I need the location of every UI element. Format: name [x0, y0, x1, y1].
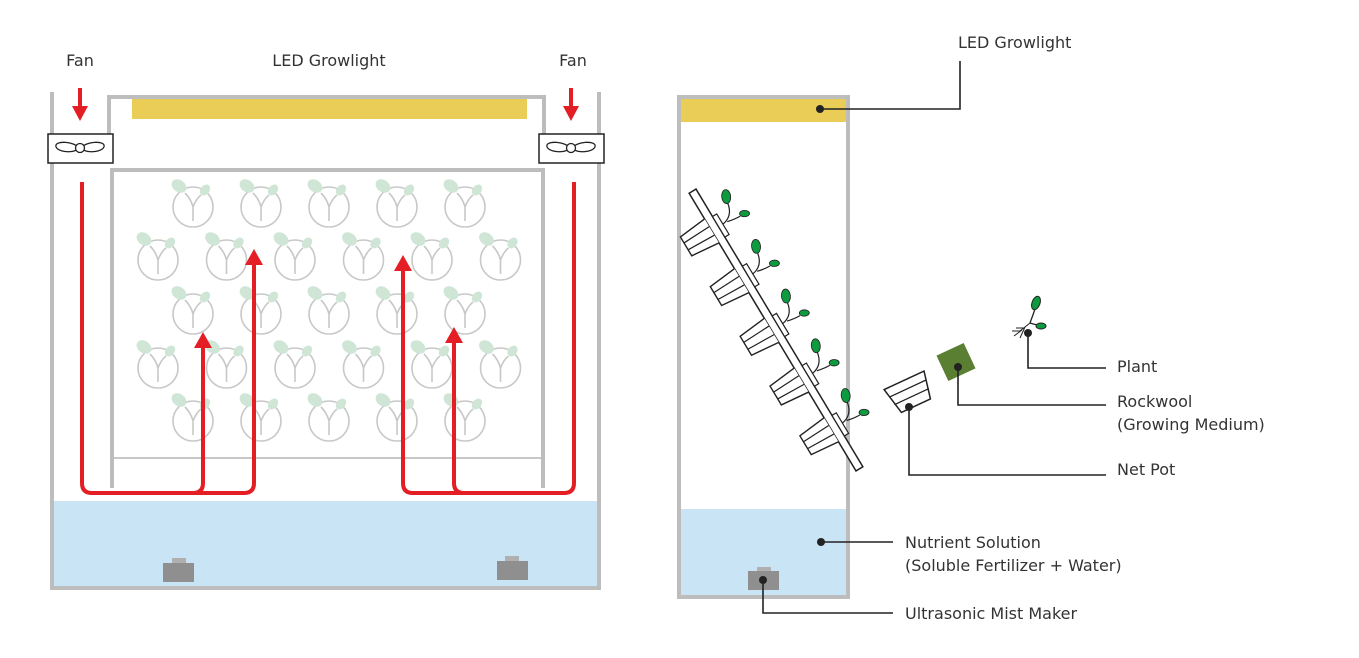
seedling-icon [375, 286, 418, 335]
airflow-right [401, 182, 576, 495]
rockwool-cube [936, 342, 976, 382]
seedling-icon [307, 286, 350, 335]
seedling-icon [205, 340, 248, 389]
net-pot-label: Net Pot [1117, 460, 1175, 479]
rockwool-sublabel: (Growing Medium) [1117, 415, 1265, 434]
nutrient-solution-sublabel: (Soluble Fertilizer + Water) [905, 556, 1122, 575]
leader-dots [759, 105, 1032, 584]
tower-net-pot [739, 288, 810, 357]
arrow-up-icon [445, 327, 463, 343]
seedling-icon [410, 340, 453, 389]
tower-net-pot [709, 238, 780, 307]
tower-led-growlight [679, 99, 848, 122]
seedling-icon [479, 232, 522, 281]
fan-icon [546, 141, 596, 154]
outer-chamber-wall [50, 92, 601, 590]
grow-chamber-top [107, 95, 546, 163]
seedling-icon [307, 179, 350, 228]
nutrient-solution-label: Nutrient Solution [905, 533, 1041, 552]
led-growlight-bar [132, 99, 527, 119]
tilted-grow-board [679, 188, 870, 472]
net-pot-icon [882, 369, 932, 414]
mist-maker-right [497, 556, 528, 580]
seedling-icon [479, 340, 522, 389]
fan-left [47, 133, 114, 164]
fan-icon [55, 141, 105, 154]
plant-label: Plant [1117, 357, 1157, 376]
fan-right [538, 133, 605, 164]
seedling-icon [171, 286, 214, 335]
seedling-icon [171, 179, 214, 228]
left-diagram: Fan LED Growlight Fan [47, 51, 605, 590]
arrow-down-icon [563, 88, 579, 121]
seedling-icon [239, 179, 282, 228]
rockwool-label: Rockwool [1117, 392, 1192, 411]
seedling-icon [375, 179, 418, 228]
tower-net-pot [769, 338, 840, 406]
right-diagram: LED Growlight Plant Rockwool (Growing Me… [677, 33, 1265, 623]
seedling-icon [136, 340, 179, 389]
seedling-icon [273, 232, 316, 281]
seedling-icon [443, 286, 486, 335]
seedling-icon [171, 393, 214, 442]
tower-led-label: LED Growlight [958, 33, 1071, 52]
arrow-up-icon [245, 249, 263, 265]
fan-right-label: Fan [559, 51, 587, 70]
seedling-icon [239, 393, 282, 442]
mist-maker-label: Ultrasonic Mist Maker [905, 604, 1078, 623]
seedling-icon [375, 393, 418, 442]
mist-maker-left [163, 558, 194, 582]
led-growlight-label: LED Growlight [272, 51, 385, 70]
seedling-icon [239, 286, 282, 335]
tower-net-pot [679, 189, 750, 257]
seedling-icon [136, 232, 179, 281]
seedling-icon [342, 232, 385, 281]
seedling-icon [205, 232, 248, 281]
tower-net-pot [798, 388, 870, 456]
seedling-icon [410, 232, 453, 281]
plant-seedling-icon [1012, 295, 1047, 339]
plant-grid [136, 179, 522, 442]
fan-left-label: Fan [66, 51, 94, 70]
seedling-icon [273, 340, 316, 389]
arrow-up-icon [194, 332, 212, 348]
arrow-down-icon [72, 88, 88, 121]
seedling-icon [342, 340, 385, 389]
seedling-icon [443, 179, 486, 228]
seedling-icon [307, 393, 350, 442]
airflow-left [80, 182, 256, 495]
arrow-up-icon [394, 255, 412, 271]
seedling-icon [443, 393, 486, 442]
leader-lines [762, 61, 1106, 614]
plant-panel-frame [110, 168, 545, 488]
